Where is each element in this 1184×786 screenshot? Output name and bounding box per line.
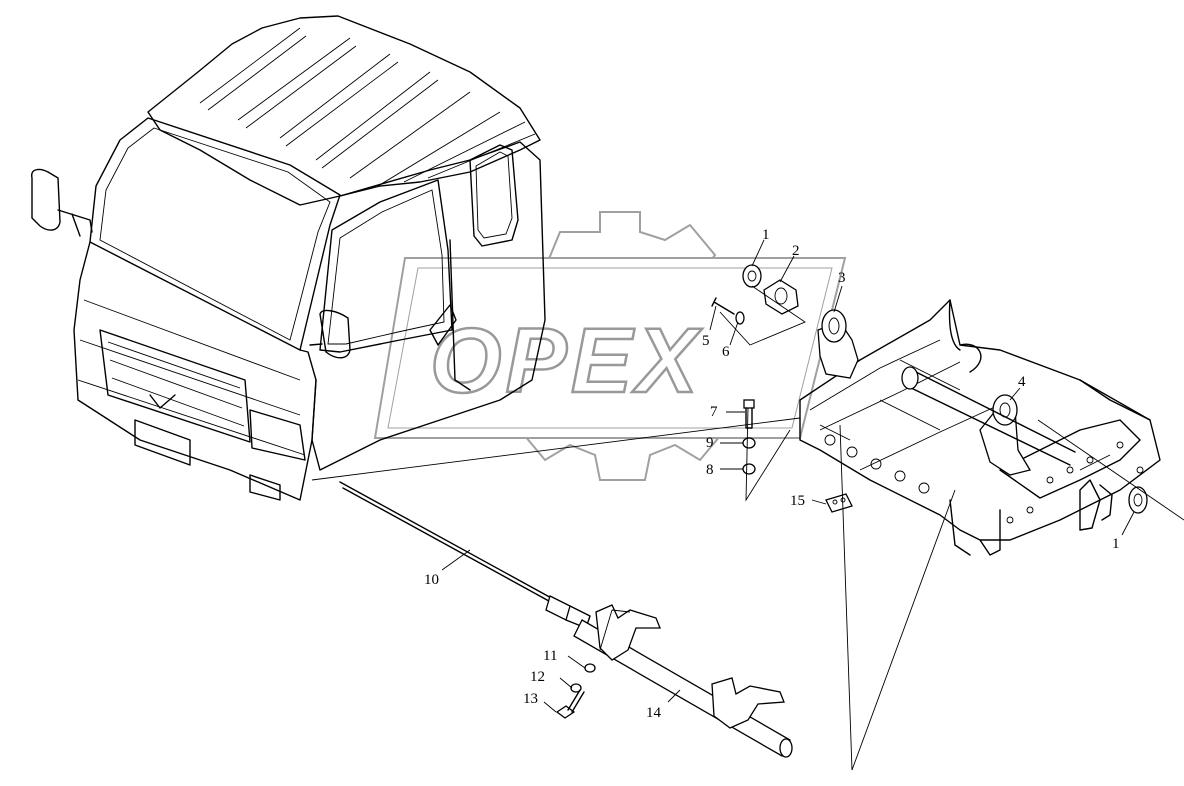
callout-4: 4 [1018,374,1026,390]
callout-1-right: 1 [1112,536,1120,552]
callout-15: 15 [790,493,805,509]
callout-14: 14 [646,705,662,721]
callout-7: 7 [710,404,718,420]
truck-cab [31,15,546,501]
callout-9: 9 [706,435,714,451]
callout-13: 13 [523,691,538,707]
watermark-text: OPEX [430,310,702,412]
washer-part [742,264,762,288]
callout-1: 1 [762,227,770,243]
callout-11: 11 [543,648,557,664]
chassis-frame [799,299,1161,556]
callout-12: 12 [530,669,545,685]
assembly-lines [311,285,1184,771]
opex-watermark: OPEX [373,211,847,481]
torsion-bar-assembly [339,481,793,758]
callout-3: 3 [838,270,846,286]
callout-2: 2 [792,243,800,259]
callout-8: 8 [706,462,714,478]
callout-6: 6 [722,344,730,360]
callout-5: 5 [702,333,710,349]
callout-labels: 1 2 3 4 5 6 7 9 8 15 1 10 11 12 13 14 [424,227,1120,721]
callout-10: 10 [424,572,439,588]
callout-leaders [441,239,1135,713]
small-parts [555,264,853,719]
